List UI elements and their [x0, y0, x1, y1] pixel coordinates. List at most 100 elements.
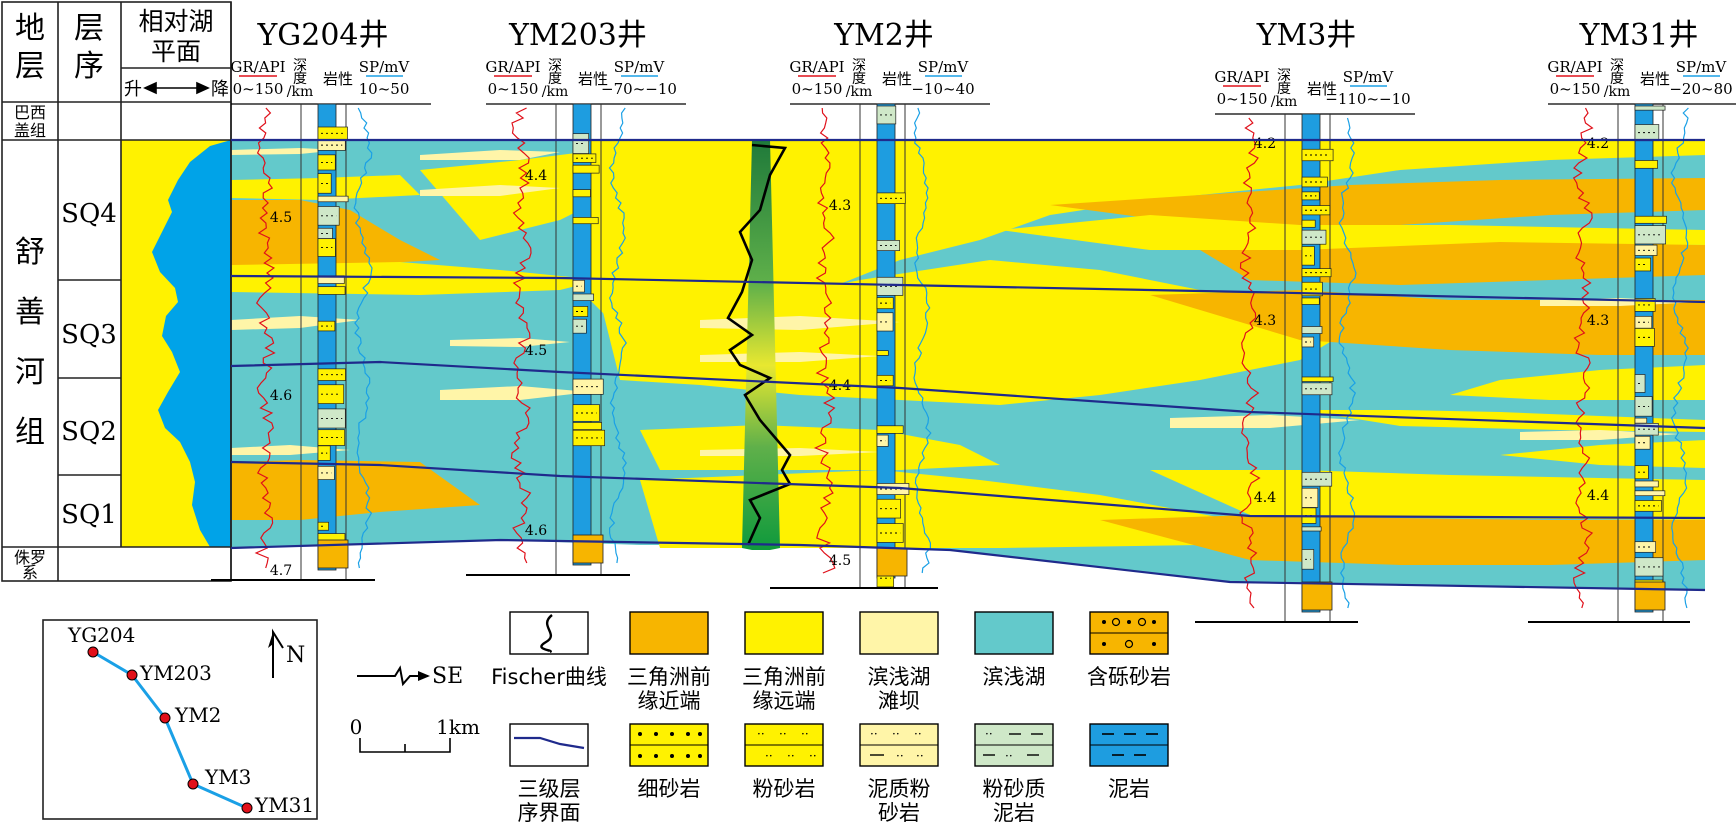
sequence-boundary-line: [230, 460, 1706, 520]
depth-tick: 4.5: [270, 210, 292, 226]
gr-curve: [510, 107, 532, 564]
legend-swatch: [1089, 723, 1169, 767]
legend-swatch: [859, 611, 939, 655]
depth-label: 度: [1610, 71, 1624, 87]
legend-label: 缘远端: [753, 689, 816, 713]
formation-main-char: 河: [15, 355, 45, 390]
depth-label: 深: [293, 58, 307, 74]
depth-tick: 4.4: [525, 168, 547, 184]
svg-text:··: ··: [985, 727, 993, 741]
well-YM2井: YM2井GR/API0~150深度/km岩性SP/mV−10~404.34.44…: [770, 18, 990, 589]
facies-body: [1150, 290, 1705, 355]
depth-tick: 4.6: [270, 388, 292, 404]
sequence-label: SQ3: [61, 320, 117, 350]
legend-swatch: [629, 723, 709, 767]
scale-bar: 0 1km: [350, 715, 480, 753]
legend-swatch: ··········: [859, 723, 939, 767]
bar-lens: [700, 352, 880, 362]
well-name: YG204井: [256, 18, 388, 53]
direction-label: SE: [432, 664, 463, 689]
legend-label: 滨浅湖: [868, 665, 931, 689]
well-YM31井: YM31井GR/API0~150深度/km岩性SP/mV−20~804.24.3…: [1528, 18, 1736, 623]
map-well-label: YM31: [254, 793, 314, 817]
lithology-column: [1634, 103, 1654, 613]
depth-tick: 4.2: [1254, 136, 1276, 152]
lake-rise-label: 升: [124, 79, 142, 100]
gr-range: 0~150: [1550, 80, 1601, 98]
well-name: YM203井: [508, 18, 647, 53]
formation-main-char: 组: [15, 415, 45, 450]
svg-text:··: ··: [757, 727, 765, 741]
direction-arrow-icon: [357, 665, 428, 687]
depth-tick: 4.2: [1587, 136, 1609, 152]
gr-curve: [254, 107, 276, 569]
legend-label: 滩坝: [878, 689, 920, 713]
legend-label: 缘近端: [638, 689, 701, 713]
sequence-header-1: 层: [74, 11, 104, 46]
lake-header-line2: 平面: [151, 37, 201, 66]
svg-text:··: ··: [787, 749, 795, 763]
depth-label: 深: [852, 58, 866, 74]
svg-text:··: ··: [801, 727, 809, 741]
formation-top-line1: 巴西: [14, 103, 46, 122]
map-well-label: YM203: [139, 661, 212, 685]
depth-label: /km: [1271, 94, 1297, 110]
legend-swatch: [509, 723, 589, 767]
facies-body: [1150, 470, 1705, 520]
legend-item: 细砂岩: [629, 723, 709, 801]
gr-curve: [1239, 117, 1261, 609]
depth-label: /km: [846, 84, 872, 100]
legend-item: 含砾砂岩: [1087, 611, 1171, 689]
gr-label: GR/API: [230, 58, 285, 76]
sequence-boundary-line: [230, 360, 1706, 430]
bar-lens: [420, 185, 560, 196]
legend-label: Fischer曲线: [491, 665, 607, 689]
sp-range: 10~50: [359, 80, 410, 98]
gr-label: GR/API: [789, 58, 844, 76]
gr-curve: [1572, 107, 1594, 609]
facies-body: [590, 140, 1705, 340]
sequence-boundary-line: [230, 274, 1706, 304]
sequence-boundary-line: [230, 538, 1706, 592]
legend-swatch: [509, 611, 589, 655]
sp-curve: [353, 107, 373, 569]
depth-label: /km: [1604, 84, 1630, 100]
formation-main-char: 善: [15, 295, 45, 330]
svg-text:··: ··: [892, 727, 900, 741]
legend-label: 粉砂质: [983, 777, 1046, 801]
map-well-marker: [87, 646, 99, 658]
legend-swatch: [974, 611, 1054, 655]
sp-range: −10~40: [911, 80, 974, 98]
formation-main-char: 舒: [15, 235, 45, 270]
lake-arrow-icon: [143, 81, 210, 95]
map-well-marker: [159, 712, 171, 724]
gr-label: GR/API: [1547, 58, 1602, 76]
gr-label: GR/API: [1214, 68, 1269, 86]
sp-curve: [1670, 107, 1689, 609]
depth-label: /km: [542, 84, 568, 100]
legend-label: 粉砂岩: [753, 777, 816, 801]
map-well-label: YG204: [67, 623, 135, 647]
sp-curve: [608, 107, 627, 564]
map-well-marker: [241, 802, 253, 814]
legend-label: 含砾砂岩: [1087, 665, 1171, 689]
formation-bottom-line2: 系: [22, 563, 38, 582]
gr-range: 0~150: [488, 80, 539, 98]
lake-fall-label: 降: [211, 79, 229, 100]
fischer-line: [726, 143, 792, 546]
sp-label: SP/mV: [918, 58, 970, 76]
legend-label: 泥质粉: [868, 777, 931, 801]
sp-curve: [913, 107, 932, 574]
depth-tick: 4.4: [1254, 490, 1276, 506]
lithology-label: 岩性: [882, 70, 912, 88]
sequence-header-2: 序: [74, 49, 104, 84]
sp-label: SP/mV: [1343, 68, 1395, 86]
